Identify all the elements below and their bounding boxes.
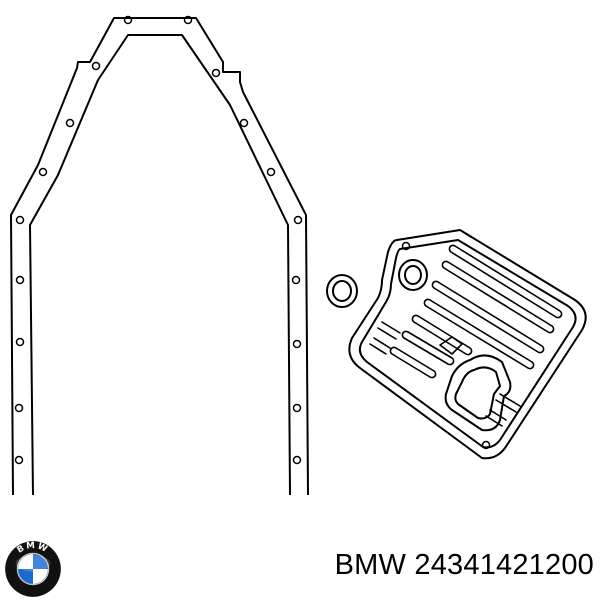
filter-rib-caps xyxy=(389,244,563,379)
bolt-hole xyxy=(239,118,249,128)
filter-rib xyxy=(450,245,561,318)
outlet-inner xyxy=(454,366,501,420)
mount-hole xyxy=(481,440,491,450)
bolt-hole xyxy=(15,215,25,225)
gasket-outer-outline xyxy=(10,17,309,496)
filter-rib xyxy=(377,321,401,340)
bolt-hole xyxy=(266,167,276,177)
bolt-hole xyxy=(123,15,133,25)
filter-rib xyxy=(433,281,543,353)
mount-hole xyxy=(401,241,411,251)
bolt-hole xyxy=(292,403,302,413)
o-ring xyxy=(326,274,358,308)
bolt-hole xyxy=(292,455,302,465)
filter-rib xyxy=(485,409,507,427)
filter-seal xyxy=(398,259,428,291)
logo-quadrant-white xyxy=(17,553,33,569)
transmission-filter xyxy=(348,229,587,460)
seal-ring-inner xyxy=(404,265,422,285)
o-ring-inner xyxy=(332,280,352,302)
filter-rib xyxy=(443,261,553,333)
parts-illustration xyxy=(10,15,587,496)
filter-port xyxy=(439,336,463,355)
part-caption: BMW 24341421200 xyxy=(335,549,594,582)
oil-pan-gasket xyxy=(10,17,309,496)
bmw-logo: BMW xyxy=(5,541,61,597)
logo-quadrant-blue xyxy=(33,553,49,569)
filter-rib xyxy=(425,299,533,369)
bolt-hole xyxy=(65,118,75,128)
outlet-outer xyxy=(444,354,512,432)
filter-inner-outline xyxy=(358,239,577,449)
bolt-hole xyxy=(91,61,101,71)
gasket-bolt-holes xyxy=(14,15,303,465)
filter-rib xyxy=(403,331,453,365)
part-number: 24341421200 xyxy=(414,549,594,581)
bolt-hole xyxy=(292,339,302,349)
bolt-hole xyxy=(15,275,25,285)
logo-lettering: BMW xyxy=(16,541,51,556)
logo-quadrant-white xyxy=(33,569,49,585)
logo-quadrants xyxy=(17,553,49,585)
logo-quadrant-blue xyxy=(17,569,33,585)
filter-mount-holes xyxy=(401,241,491,450)
filter-rib xyxy=(391,347,435,378)
brand-name: BMW xyxy=(334,549,407,581)
seal-ring-outer xyxy=(398,259,428,291)
bolt-hole xyxy=(38,167,48,177)
filter-outlet xyxy=(444,354,512,432)
bolt-hole xyxy=(183,15,193,25)
gasket-inner-outline xyxy=(29,34,291,496)
filter-rib xyxy=(495,393,521,413)
bolt-hole xyxy=(14,403,24,413)
bolt-hole xyxy=(15,337,25,347)
bolt-hole xyxy=(293,215,303,225)
bolt-hole xyxy=(211,68,221,78)
bolt-hole xyxy=(291,275,301,285)
bolt-hole xyxy=(14,455,24,465)
filter-outer-outline xyxy=(348,229,587,460)
o-ring-outer xyxy=(326,274,358,308)
filter-rib xyxy=(369,337,391,355)
